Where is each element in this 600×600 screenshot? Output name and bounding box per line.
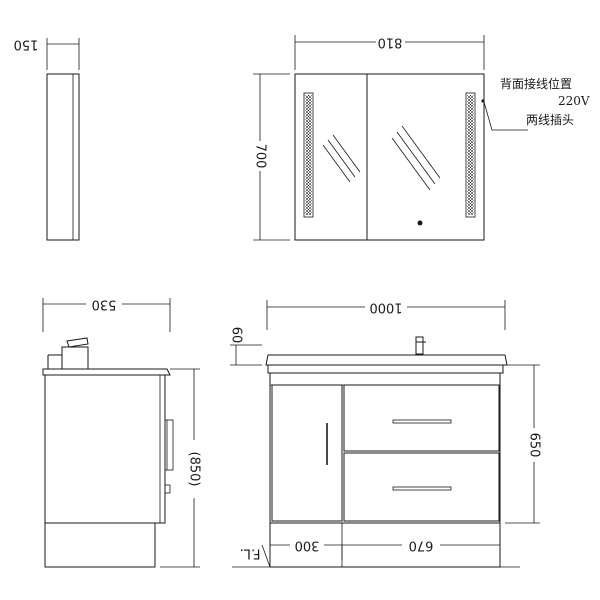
drawer-lower <box>343 452 500 522</box>
led-strip-right <box>465 92 476 218</box>
mirror-side-view: 150 <box>14 37 80 241</box>
cabinet-door <box>271 384 343 522</box>
reflection-lines-right <box>391 125 441 191</box>
cabinet-plinth-side <box>44 522 156 568</box>
dim-650-label: 650 <box>527 433 542 458</box>
basin-top-side <box>42 368 171 376</box>
drawer-upper-handle <box>392 419 452 424</box>
led-strip-left <box>303 92 314 218</box>
dim-850-label: (850) <box>187 452 202 487</box>
faucet-body <box>61 346 89 370</box>
drawer-lower-handle <box>392 486 452 491</box>
mirror-front-view: 810 700 背面接线位置 220V 两线插头 <box>253 35 590 241</box>
dim-810-label: 810 <box>378 35 403 50</box>
mirror-frame <box>294 73 485 241</box>
vanity-front-view: 1000 60 650 300 670 F.L. <box>229 300 542 568</box>
basin-top-front <box>265 354 508 366</box>
mirror-side-body <box>46 73 80 241</box>
handle-side-upper <box>164 419 174 471</box>
cabinet-side-body <box>44 374 166 524</box>
basin-lip <box>267 364 504 374</box>
socket-point-icon <box>481 99 485 103</box>
note-line-2: 220V <box>558 94 590 108</box>
dim-530-label: 530 <box>92 297 117 312</box>
touch-switch-icon <box>417 220 423 226</box>
note-line-3: 两线插头 <box>526 113 574 127</box>
floor-level-label: F.L. <box>240 546 261 561</box>
dim-670-label: 670 <box>409 538 434 553</box>
dim-60-label: 60 <box>229 327 244 344</box>
faucet-lever <box>66 337 89 348</box>
note-line-1: 背面接线位置 <box>500 76 572 91</box>
reflection-lines-left <box>322 134 361 183</box>
led-strip-right-pattern <box>467 95 474 215</box>
handle-side-lower <box>164 484 171 494</box>
faucet-front <box>415 336 424 355</box>
cabinet-front-body <box>269 372 501 524</box>
vanity-side-view: 530 (850) <box>42 297 202 568</box>
dim-1000-label: 1000 <box>369 300 402 315</box>
dim-700-label: 700 <box>253 144 268 169</box>
dim-150-label: 150 <box>14 37 39 52</box>
dim-300-label: 300 <box>295 538 320 553</box>
note-leader-line <box>483 101 528 131</box>
drawer-upper <box>343 384 500 452</box>
led-strip-left-pattern <box>305 95 312 215</box>
floor-leader <box>261 544 271 568</box>
